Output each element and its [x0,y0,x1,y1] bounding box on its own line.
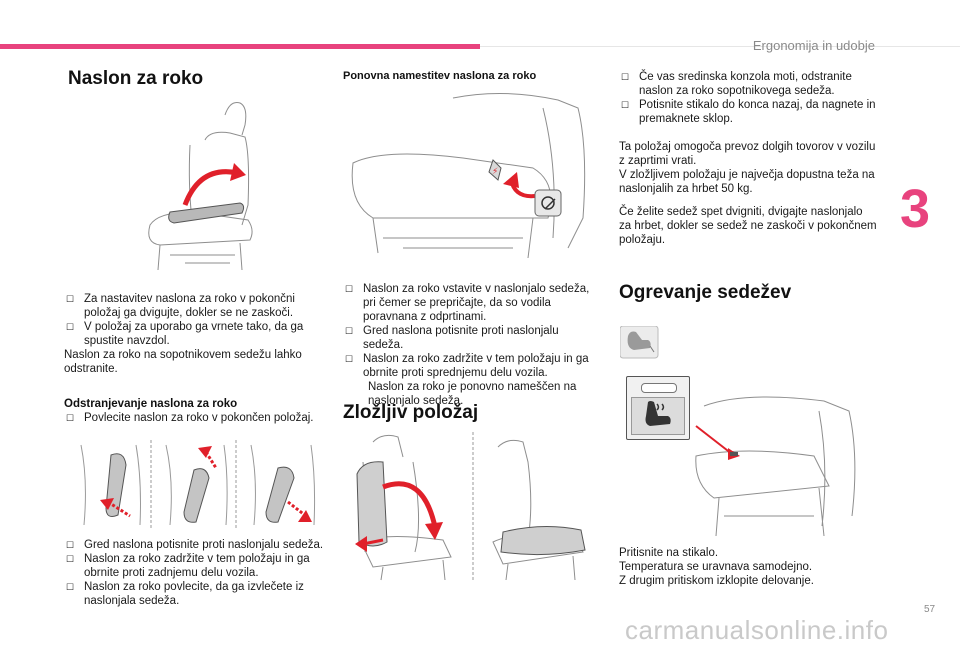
list-item: V položaj za uporabo ga vrnete tako, da … [64,320,326,348]
armrest-raise-illustration [148,102,253,271]
reinstall-instructions: Naslon za roko vstavite v naslonjalo sed… [343,282,599,408]
list-item: Potisnite stikalo do konca nazaj, da nag… [619,98,877,126]
seat-heating-illustration [695,396,856,537]
switch-indicator [641,383,677,393]
header-rule [480,46,960,47]
svg-text:⚡: ⚡ [492,167,498,177]
fold-load-info: Ta položaj omogoča prevoz dolgih tovorov… [619,140,877,196]
chapter-number: 3 [900,179,931,239]
header-accent-bar [0,44,480,49]
section-title: Ergonomija in udobje [752,38,875,53]
switch-button[interactable] [631,397,685,435]
load-info-line: Ta položaj omogoča prevoz dolgih tovorov… [619,141,876,167]
removal-heading: Odstranjevanje naslona za roko [64,398,238,410]
armrest-reinstall-illustration: ⚡ [351,92,586,259]
list-item: Gred naslona potisnite proti naslonjalu … [343,324,599,352]
list-item: Povlecite naslon za roko v pokončen polo… [64,411,326,425]
seat-heating-switch[interactable] [626,376,690,440]
seat-heating-small-icon [620,326,659,359]
heating-step: Pritisnite na stikalo. [619,547,719,559]
reinstall-heading: Ponovna namestitev naslona za roko [343,70,537,82]
fold-title: Zložljiv položaj [343,402,479,423]
list-item: Za nastavitev naslona za roko v pokončni… [64,292,326,320]
armrest-note: Naslon za roko na sopotnikovem sedežu la… [64,349,302,375]
heating-instructions: Pritisnite na stikalo. Temperatura se ur… [619,546,877,588]
heating-step: Z drugim pritiskom izklopite delovanje. [619,575,814,587]
reinstall-result: Naslon za roko je ponovno nameščen na na… [368,381,577,407]
list-item: Če vas sredinska konzola moti, odstranit… [619,70,877,98]
list-item: Naslon za roko zadržite v tem položaju i… [343,352,599,380]
armrest-removal-steps-illustration [80,440,316,528]
list-item: Naslon za roko povlecite, da ga izvlečet… [64,580,326,608]
seat-heating-icon [645,401,671,426]
fold-instructions: Če vas sredinska konzola moti, odstranit… [619,70,877,126]
removal-instructions: Povlecite naslon za roko v pokončen polo… [64,411,326,425]
removal-steps-instructions: Gred naslona potisnite proti naslonjalu … [64,538,326,608]
list-item: Naslon za roko zadržite v tem položaju i… [64,552,326,580]
list-item: Naslon za roko vstavite v naslonjalo sed… [343,282,599,324]
load-info-line: V zložljivem položaju je največja dopust… [619,169,875,195]
heating-step: Temperatura se uravnava samodejno. [619,561,813,573]
armrest-title: Naslon za roko [68,68,204,89]
watermark: carmanualsonline.info [625,615,889,645]
fold-restore-info: Če želite sedež spet dvigniti, dvigajte … [619,206,877,246]
armrest-instructions: Za nastavitev naslona za roko v pokončni… [64,292,326,376]
list-item: Gred naslona potisnite proti naslonjalu … [64,538,326,552]
page-number: 57 [924,604,936,615]
fold-seat-illustration [355,432,586,581]
heating-title: Ogrevanje sedežev [619,282,792,303]
